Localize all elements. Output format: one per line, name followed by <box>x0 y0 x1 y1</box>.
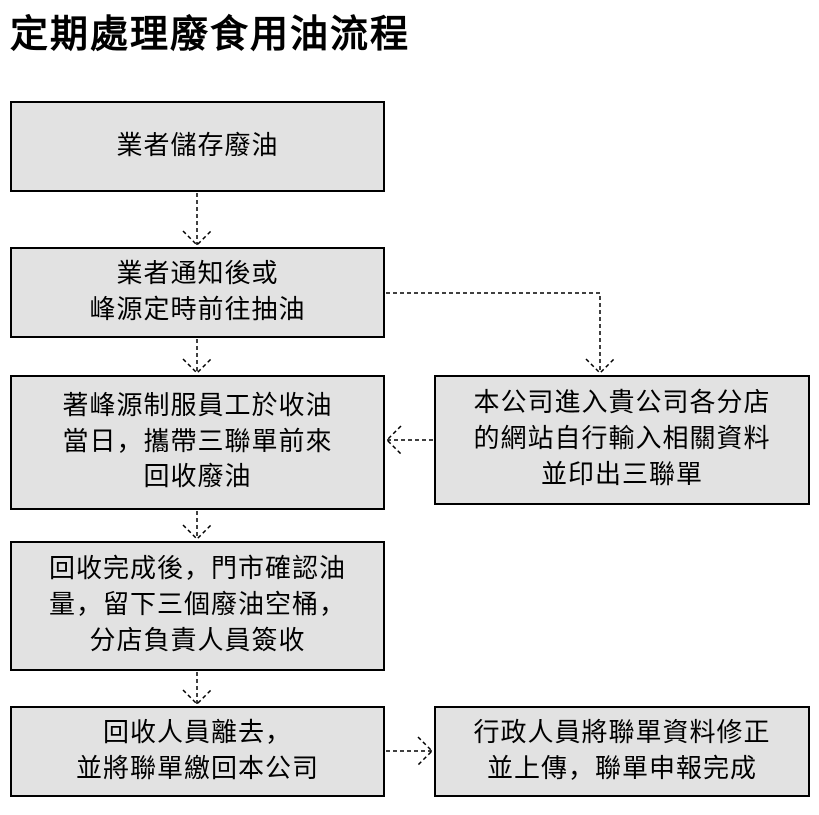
step-admin-upload: 行政人員將聯單資料修正 並上傳，聯單申報完成 <box>434 706 810 797</box>
step-confirm-sign: 回收完成後，門市確認油 量，留下三個廢油空桶， 分店負責人員簽收 <box>10 541 385 671</box>
step-return-forms: 回收人員離去， 並將聯單繳回本公司 <box>10 706 385 797</box>
step-notify-pickup: 業者通知後或 峰源定時前往抽油 <box>10 247 385 338</box>
page-title: 定期處理廢食用油流程 <box>10 12 411 56</box>
arrow-step2-to-step4 <box>386 292 601 373</box>
step-website-print: 本公司進入貴公司各分店 的網站自行輸入相關資料 並印出三聯單 <box>434 375 810 505</box>
step-collect-oil: 著峰源制服員工於收油 當日，攜帶三聯單前來 回收廢油 <box>10 375 385 510</box>
step-store-oil: 業者儲存廢油 <box>10 101 385 192</box>
